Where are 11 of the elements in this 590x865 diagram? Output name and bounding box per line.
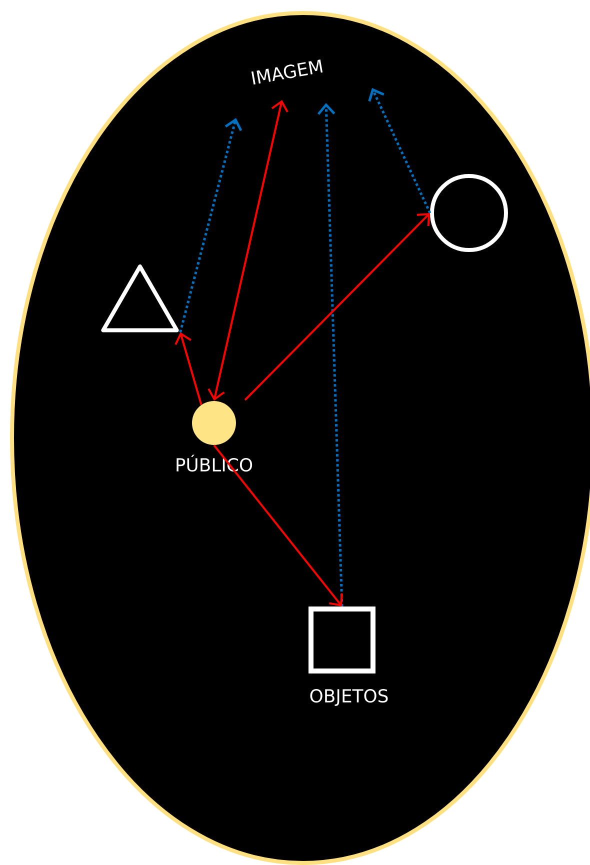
arrow — [317, 103, 344, 607]
oval-frame — [10, 11, 590, 865]
arrow — [208, 100, 288, 401]
arrow — [179, 118, 242, 333]
arrow — [213, 444, 343, 606]
triangle-symbol — [101, 264, 179, 332]
circle-symbol — [430, 174, 508, 252]
arrow — [174, 332, 202, 406]
arrow — [368, 88, 432, 214]
image-label: IMAGEM — [251, 60, 323, 84]
arrow — [244, 213, 430, 401]
